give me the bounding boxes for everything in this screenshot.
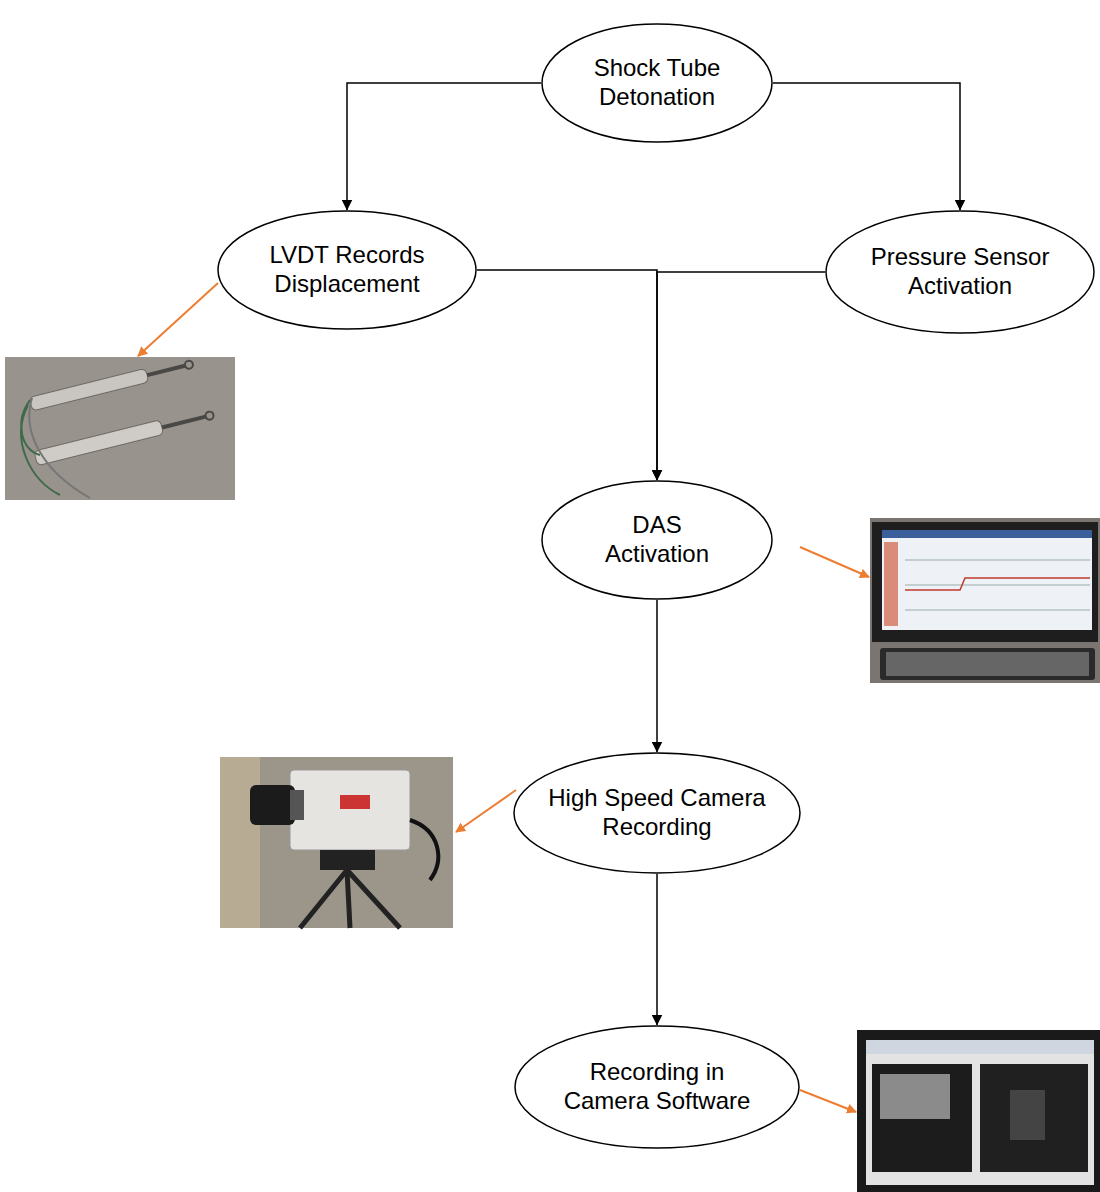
flow-connector bbox=[657, 272, 825, 480]
node-label: LVDT Records Displacement bbox=[265, 241, 430, 299]
flow-connector bbox=[347, 83, 541, 210]
flow-connector bbox=[773, 83, 960, 210]
process-ellipse: Shock Tube Detonation bbox=[541, 23, 773, 143]
node-label: DAS Activation bbox=[595, 511, 720, 569]
node-label: Shock Tube Detonation bbox=[587, 54, 727, 112]
camera-photo bbox=[220, 757, 453, 928]
process-ellipse: DAS Activation bbox=[541, 480, 773, 600]
node-label: High Speed Camera Recording bbox=[546, 784, 768, 842]
flow-connector bbox=[477, 270, 657, 480]
process-ellipse: High Speed Camera Recording bbox=[513, 752, 801, 874]
das-monitor-photo bbox=[870, 518, 1100, 683]
process-ellipse: Recording in Camera Software bbox=[514, 1025, 800, 1149]
lvdt-photo bbox=[5, 357, 235, 500]
process-ellipse: LVDT Records Displacement bbox=[217, 210, 477, 330]
flow-connector bbox=[656, 874, 658, 1025]
process-ellipse: Pressure Sensor Activation bbox=[825, 210, 1095, 334]
node-label: Recording in Camera Software bbox=[560, 1058, 755, 1116]
software-screen-photo bbox=[857, 1030, 1100, 1192]
flow-connector bbox=[656, 600, 658, 752]
node-label: Pressure Sensor Activation bbox=[868, 243, 1053, 301]
